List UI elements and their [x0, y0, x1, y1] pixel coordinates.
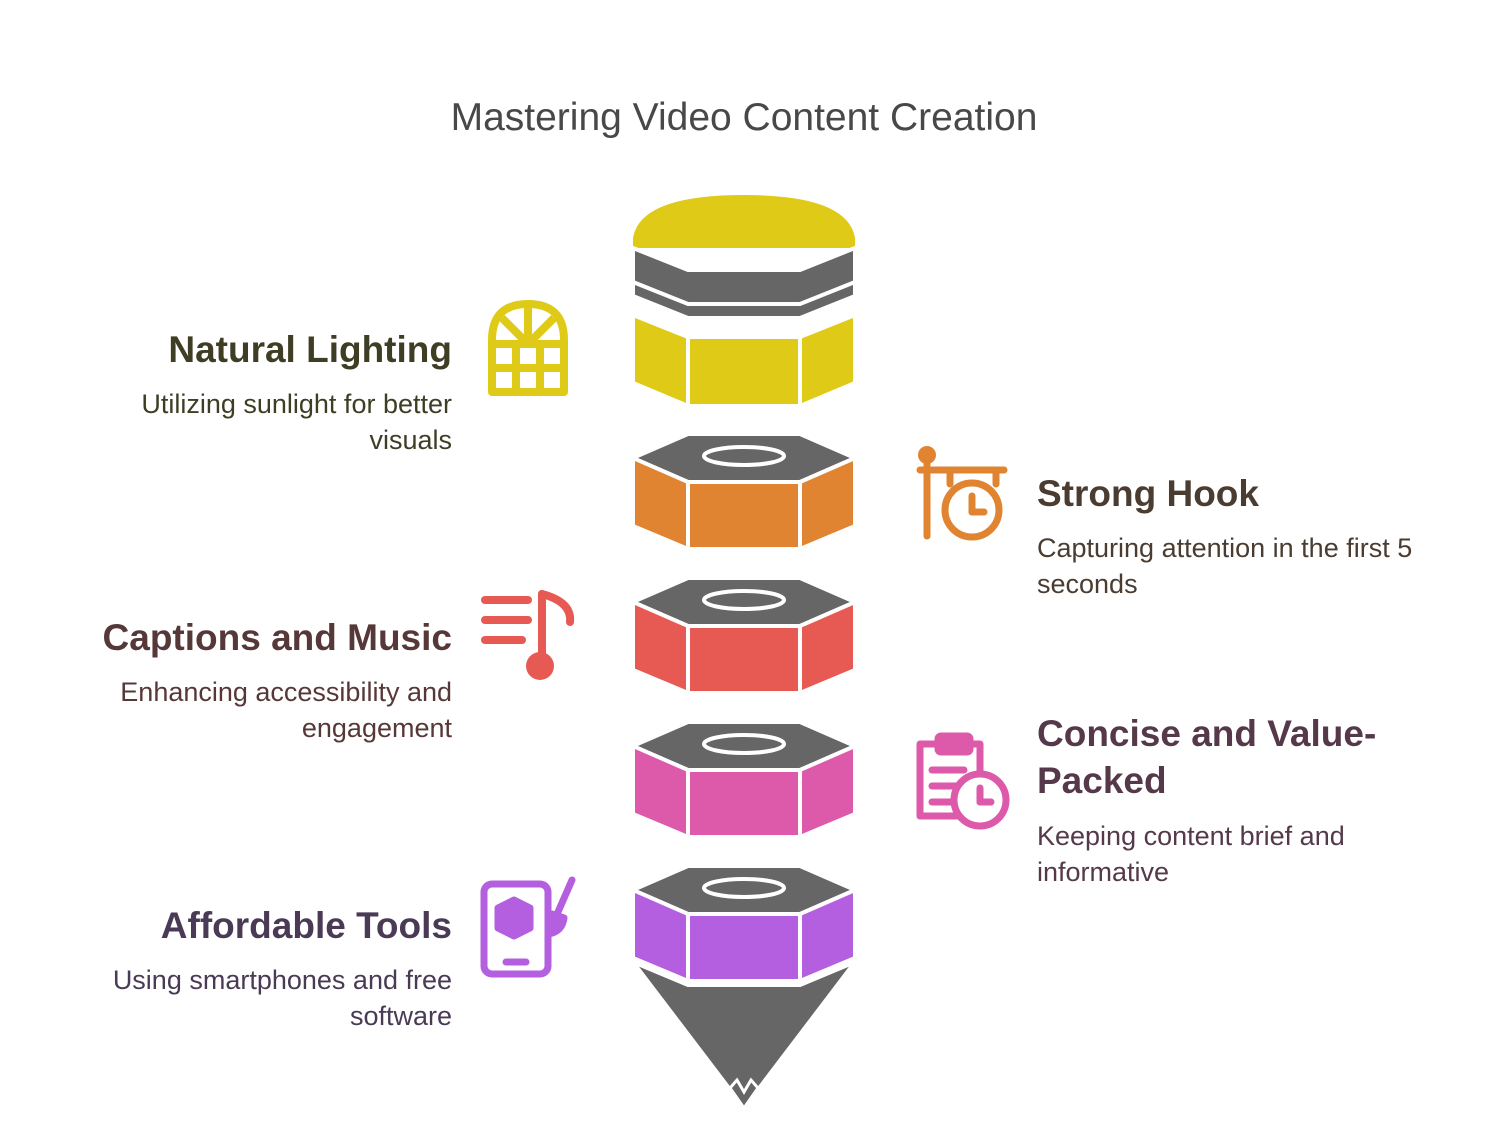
pencil-segment-captions-and-music: [627, 576, 861, 695]
pencil-segment-strong-hook: [627, 432, 861, 551]
hex-center-hole: [702, 733, 786, 755]
pencil-cap: [633, 195, 855, 248]
step-affordable-tools: Affordable Tools Using smartphones and f…: [60, 902, 452, 1035]
music-note-with-lines-icon: [481, 590, 575, 680]
clipboard-clock-icon: [916, 732, 1010, 830]
pencil-lead: [728, 1077, 760, 1111]
pencil-ring-line: [632, 294, 856, 320]
step-heading: Natural Lighting: [168, 329, 452, 370]
step-heading: Affordable Tools: [160, 905, 452, 946]
arched-window-icon: [488, 300, 568, 396]
pencil-segment-top: [631, 195, 857, 408]
step-description: Utilizing sunlight for better visuals: [141, 389, 452, 456]
pencil-top-band: [631, 312, 857, 408]
pencil-ring-line: [632, 280, 856, 306]
step-captions-and-music: Captions and Music Enhancing accessibili…: [60, 614, 452, 747]
hex-center-hole: [702, 877, 786, 899]
hex-center-hole: [702, 445, 786, 467]
step-natural-lighting: Natural Lighting Utilizing sunlight for …: [60, 326, 452, 459]
step-heading: Concise and Value-Packed: [1037, 713, 1377, 802]
step-description: Keeping content brief and informative: [1037, 820, 1345, 887]
step-strong-hook: Strong Hook Capturing attention in the f…: [1037, 470, 1447, 603]
step-description: Using smartphones and free software: [112, 965, 452, 1032]
pencil-tip-cone: [626, 957, 862, 1112]
step-description: Enhancing accessibility and engagement: [120, 677, 452, 744]
hanging-clock-sign-icon: [916, 446, 1008, 541]
step-concise-and-value-packed: Concise and Value-Packed Keeping content…: [1037, 710, 1407, 891]
hex-center-hole: [702, 589, 786, 611]
step-heading: Captions and Music: [102, 617, 452, 658]
pencil-tip: [626, 957, 862, 1112]
page-title: Mastering Video Content Creation: [450, 96, 1038, 139]
pencil-segment-concise-and-value-packed: [627, 720, 861, 839]
step-heading: Strong Hook: [1037, 473, 1259, 514]
pencil-segment-affordable-tools: [627, 864, 861, 983]
tablet-brush-icon: [480, 876, 576, 978]
step-description: Capturing attention in the first 5 secon…: [1037, 533, 1413, 600]
